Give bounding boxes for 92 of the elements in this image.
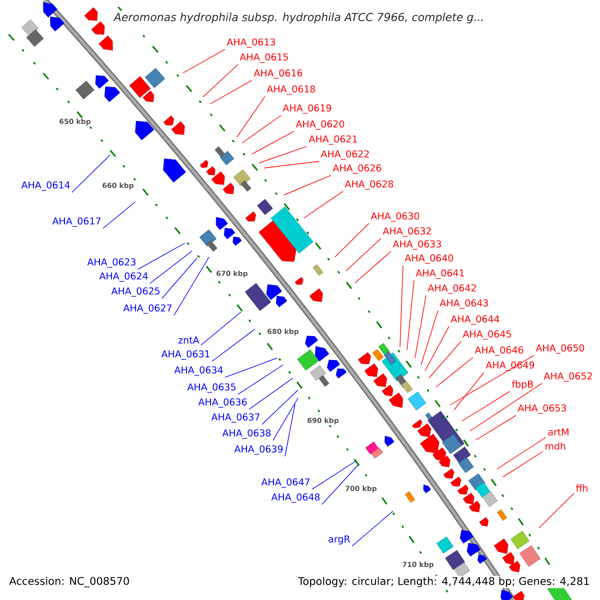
leader-line	[284, 175, 332, 196]
leader-line	[354, 251, 392, 284]
gene-label: mdh	[543, 440, 568, 452]
leader-line	[462, 390, 510, 422]
gene-label: AHA_0636	[196, 396, 249, 410]
leader-line	[262, 390, 298, 425]
gene-label: argR	[326, 534, 352, 546]
gene-label: AHA_0619	[281, 102, 334, 116]
accession-text: Accession: NC_008570	[9, 576, 129, 588]
leader-line	[420, 310, 438, 366]
leader-line	[454, 372, 484, 410]
leader-line	[264, 161, 320, 168]
gene-label: AHA_0625	[110, 286, 162, 298]
leader-line	[334, 223, 370, 258]
leader-line	[238, 364, 284, 395]
leader-line	[236, 96, 266, 138]
gene-label: AHA_0614	[20, 180, 72, 192]
leader-line	[406, 280, 414, 350]
leader-line	[470, 383, 542, 432]
gene-label: AHA_0634	[172, 364, 225, 378]
leader-line	[182, 49, 226, 74]
gene-label: AHA_0646	[473, 344, 526, 358]
leader-line	[450, 355, 534, 406]
gene-label: AHA_0643	[438, 298, 490, 310]
gene-label: AHA_0647	[260, 476, 312, 490]
leader-line	[200, 312, 242, 346]
gene-label: AHA_0638	[220, 428, 273, 440]
gene-label: AHA_0637	[210, 412, 262, 424]
leader-line	[138, 242, 186, 270]
title: Aeromonas hydrophila subsp. hydrophila ATCC 7966, complete g...	[112, 10, 486, 26]
gene-label: AHA_0627	[122, 302, 174, 316]
leader-line	[322, 464, 358, 505]
leader-line	[174, 256, 210, 316]
gene-label: AHA_0631	[160, 348, 212, 362]
gene-label: AHA_0616	[252, 68, 304, 80]
leader-line	[346, 238, 382, 272]
leader-line	[496, 436, 546, 470]
gene-label: AHA_0620	[294, 118, 346, 132]
gene-label: AHA_0645	[461, 328, 514, 342]
gene-label: AHA_0633	[391, 238, 444, 252]
gene-label: AHA_0628	[343, 178, 396, 192]
leader-line	[150, 250, 192, 284]
gene-label: AHA_0639	[232, 444, 285, 456]
gene-label: AHA_0618	[265, 84, 318, 96]
gene-label: fbpB	[510, 378, 536, 392]
gene-label: AHA_0635	[186, 382, 238, 394]
gene-label: ffh	[574, 482, 590, 494]
gene-label: AHA_0640	[403, 252, 456, 266]
gene-label: AHA_0622	[319, 148, 372, 162]
gene-label: AHA_0621	[307, 134, 360, 146]
gene-label: AHA_0630	[369, 210, 422, 224]
leader-line	[352, 510, 394, 546]
leader-line	[248, 378, 294, 410]
gene-label: AHA_0626	[331, 162, 384, 176]
topology-text: Topology: circular; Length: 4,744,448 bp; Genes: 4,281	[297, 576, 591, 588]
leader-line	[162, 258, 198, 299]
leader-line	[72, 154, 110, 193]
gene-label: AHA_0615	[238, 52, 290, 64]
gene-label: AHA_0653	[516, 402, 568, 416]
leader-line	[502, 451, 544, 478]
leader-line	[252, 131, 294, 154]
leader-line	[538, 492, 574, 528]
gene-label: AHA_0650	[534, 342, 586, 356]
leader-line	[424, 326, 450, 372]
leader-line	[212, 328, 256, 362]
gene-label: artM	[546, 426, 571, 438]
gene-label: AHA_0652	[542, 370, 594, 384]
gene-label: AHA_0613	[225, 36, 278, 50]
gene-label: zntA	[176, 335, 201, 345]
leader-line	[284, 404, 296, 457]
gene-label: AHA_0624	[98, 270, 150, 284]
gene-label: AHA_0642	[426, 282, 478, 296]
leader-line	[210, 80, 252, 104]
leader-line	[312, 460, 356, 490]
leader-line	[102, 202, 136, 229]
leader-line	[258, 146, 308, 164]
gene-label: AHA_0617	[50, 216, 103, 228]
leader-line	[304, 191, 344, 218]
gene-label: AHA_0632	[381, 226, 434, 238]
leader-line	[436, 357, 474, 388]
leader-line	[414, 295, 426, 358]
leader-line	[476, 415, 516, 440]
gene-label: AHA_0623	[86, 256, 138, 270]
leader-line	[400, 265, 404, 348]
gene-label: AHA_0641	[414, 268, 466, 280]
gene-label: AHA_0644	[449, 314, 502, 326]
leader-line	[202, 64, 238, 98]
leader-line	[242, 115, 282, 144]
leader-line	[224, 358, 278, 378]
leader-line	[428, 341, 462, 378]
leader-line	[272, 398, 298, 441]
gene-label: AHA_0648	[270, 492, 322, 504]
